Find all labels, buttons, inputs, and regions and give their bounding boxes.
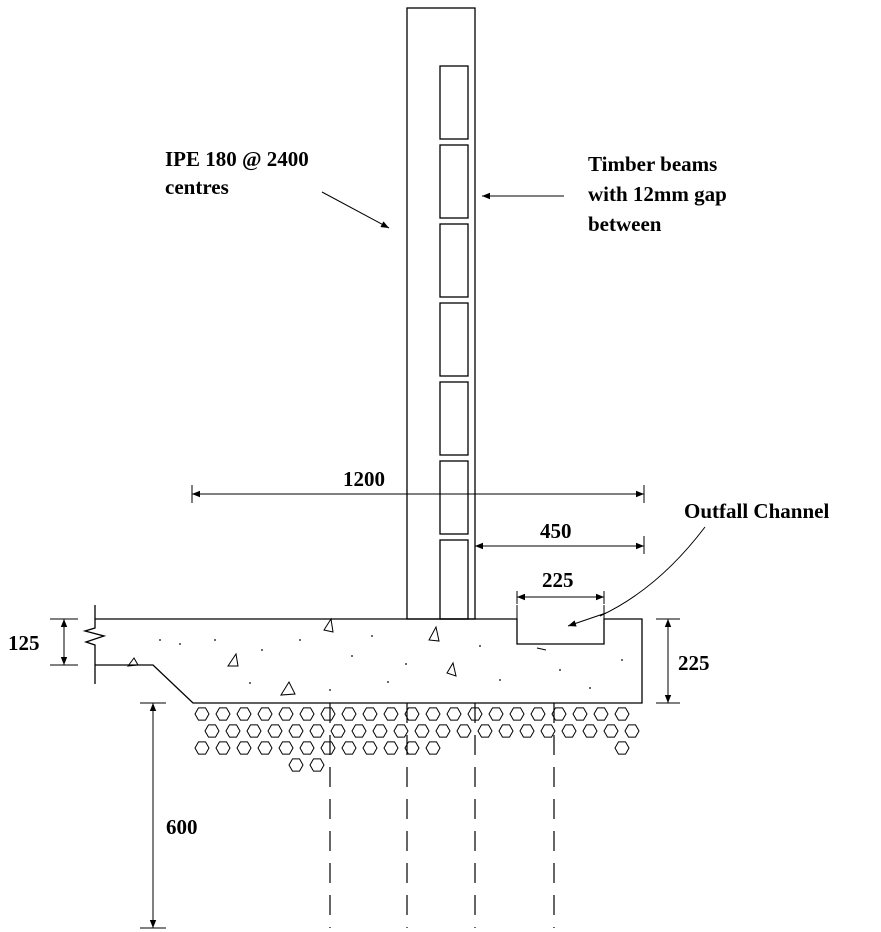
dimension-600-text: 600 xyxy=(166,815,198,839)
gravel-hex xyxy=(425,707,441,721)
gravel-hex xyxy=(509,707,525,721)
timber-beam xyxy=(439,302,469,377)
timber-label: Timber beams with 12mm gap between xyxy=(482,152,727,236)
gravel-hex xyxy=(624,724,640,738)
dimension-125-text: 125 xyxy=(8,631,40,655)
concrete-aggregate xyxy=(126,617,623,696)
dimension-125: 125 xyxy=(8,618,78,666)
dimension-base-225-text: 225 xyxy=(678,651,710,675)
gravel-hex xyxy=(194,707,210,721)
timber-label-line1: Timber beams xyxy=(588,152,717,176)
outfall-label: Outfall Channel xyxy=(567,499,829,627)
gravel-hex xyxy=(435,724,451,738)
gravel-hex xyxy=(593,707,609,721)
gravel-hex xyxy=(530,707,546,721)
gravel-hex xyxy=(393,724,409,738)
timber-beam xyxy=(439,144,469,219)
gravel-hex xyxy=(225,724,241,738)
gravel-hex xyxy=(582,724,598,738)
outfall-label-text: Outfall Channel xyxy=(684,499,829,523)
gravel-hex xyxy=(519,724,535,738)
gravel-hex xyxy=(257,707,273,721)
gravel-hex xyxy=(603,724,619,738)
gravel-hex xyxy=(572,707,588,721)
gravel-hex xyxy=(551,707,567,721)
gravel-hex xyxy=(383,741,399,755)
gravel-hex xyxy=(330,724,346,738)
timber-label-line3: between xyxy=(588,212,662,236)
gravel-hex xyxy=(362,741,378,755)
gravel-hex xyxy=(614,741,630,755)
gravel-hex xyxy=(372,724,388,738)
steel-column xyxy=(406,7,476,620)
gravel-hex xyxy=(414,724,430,738)
gravel-hex xyxy=(351,724,367,738)
gravel-hex xyxy=(320,707,336,721)
gravel-hex xyxy=(425,741,441,755)
gravel-hex xyxy=(278,741,294,755)
dimension-channel-225-text: 225 xyxy=(542,568,574,592)
dimension-1200: 1200 xyxy=(191,467,645,503)
gravel-hex xyxy=(341,707,357,721)
gravel-hex xyxy=(540,724,556,738)
gravel-hex xyxy=(288,758,304,772)
gravel-hex xyxy=(309,724,325,738)
gravel-hex xyxy=(320,741,336,755)
gravel-hex xyxy=(404,707,420,721)
gravel-hex xyxy=(246,724,262,738)
timber-beam xyxy=(439,223,469,298)
gravel-hex xyxy=(236,741,252,755)
column-label-line1: IPE 180 @ 2400 xyxy=(165,147,309,171)
gravel-hex xyxy=(204,724,220,738)
timber-beam xyxy=(439,539,469,620)
concrete-footing xyxy=(82,605,643,704)
gravel-hex xyxy=(299,741,315,755)
gravel-hex xyxy=(383,707,399,721)
gravel-bed xyxy=(194,707,640,772)
gravel-hex xyxy=(299,707,315,721)
gravel-hex xyxy=(267,724,283,738)
gravel-hex xyxy=(278,707,294,721)
timber-label-line2: with 12mm gap xyxy=(588,182,727,206)
gravel-hex xyxy=(257,741,273,755)
pile-outlines xyxy=(329,703,555,928)
gravel-hex xyxy=(561,724,577,738)
dimension-channel-225: 225 xyxy=(516,568,605,619)
gravel-hex xyxy=(477,724,493,738)
timber-beam xyxy=(439,381,469,456)
gravel-hex xyxy=(456,724,472,738)
timber-beam-stack xyxy=(439,65,469,620)
gravel-hex xyxy=(614,707,630,721)
timber-beam xyxy=(439,65,469,140)
gravel-hex xyxy=(467,707,483,721)
gravel-hex xyxy=(404,741,420,755)
column-label: IPE 180 @ 2400 centres xyxy=(165,147,390,229)
dimension-base-225: 225 xyxy=(656,618,710,704)
dimension-450-text: 450 xyxy=(540,519,572,543)
gravel-hex xyxy=(341,741,357,755)
gravel-hex xyxy=(446,707,462,721)
gravel-hex xyxy=(362,707,378,721)
gravel-hex xyxy=(215,707,231,721)
gravel-hex xyxy=(288,724,304,738)
column-label-line2: centres xyxy=(165,175,229,199)
gravel-hex xyxy=(194,741,210,755)
gravel-hex xyxy=(309,758,325,772)
gravel-hex xyxy=(236,707,252,721)
gravel-hex xyxy=(498,724,514,738)
gravel-hex xyxy=(215,741,231,755)
dimension-1200-text: 1200 xyxy=(343,467,385,491)
timber-beam xyxy=(439,460,469,535)
gravel-hex xyxy=(488,707,504,721)
dimension-450: 450 xyxy=(475,519,645,554)
dimension-600: 600 xyxy=(140,702,198,929)
